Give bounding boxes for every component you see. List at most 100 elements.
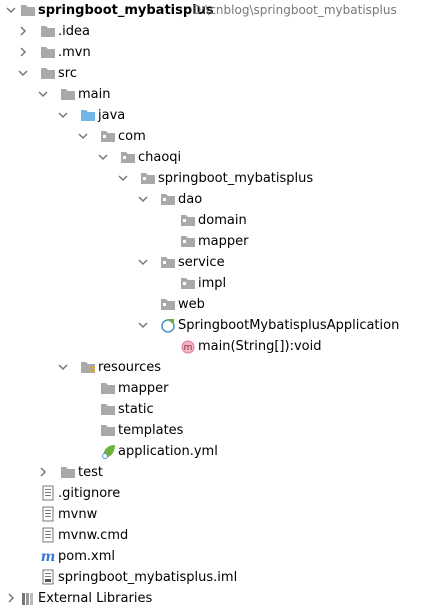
tree-node-label: templates bbox=[118, 423, 184, 438]
tree-node-label: springboot_mybatisplus bbox=[158, 171, 314, 186]
tree-node-label: service bbox=[178, 255, 225, 270]
chevron-down-icon[interactable] bbox=[117, 168, 129, 189]
tree-node-label: External Libraries bbox=[38, 591, 153, 606]
tree-node-main[interactable]: main bbox=[0, 84, 422, 105]
tree-node-domain[interactable]: domain bbox=[0, 210, 422, 231]
libraries-icon bbox=[20, 588, 37, 609]
tree-node-label: dao bbox=[178, 192, 203, 207]
folder-icon bbox=[60, 84, 77, 105]
chevron-down-icon[interactable] bbox=[137, 252, 149, 273]
tree-node-label: mvnw.cmd bbox=[58, 528, 129, 543]
tree-node-dao-mapper[interactable]: mapper bbox=[0, 231, 422, 252]
tree-node-src[interactable]: src bbox=[0, 63, 422, 84]
tree-node-templates[interactable]: templates bbox=[0, 420, 422, 441]
tree-node-label: mvnw bbox=[58, 507, 98, 522]
chevron-down-icon[interactable] bbox=[57, 357, 69, 378]
svg-text:m: m bbox=[184, 343, 193, 353]
tree-node-mvnw[interactable]: mvnw bbox=[0, 504, 422, 525]
tree-node-label: pom.xml bbox=[58, 549, 115, 564]
tree-node-java[interactable]: java bbox=[0, 105, 422, 126]
package-icon bbox=[160, 189, 177, 210]
spring-yml-icon bbox=[100, 441, 117, 462]
spring-boot-class-icon bbox=[160, 315, 177, 336]
tree-node-service[interactable]: service bbox=[0, 252, 422, 273]
package-icon bbox=[180, 231, 197, 252]
tree-node-label: test bbox=[78, 465, 103, 480]
tree-node-chaoqi[interactable]: chaoqi bbox=[0, 147, 422, 168]
tree-node-main-method[interactable]: m main(String[]):void bbox=[0, 336, 422, 357]
text-file-icon bbox=[40, 504, 57, 525]
chevron-right-icon[interactable] bbox=[37, 462, 49, 483]
folder-icon bbox=[40, 63, 57, 84]
folder-icon bbox=[100, 399, 117, 420]
chevron-right-icon[interactable] bbox=[17, 21, 29, 42]
chevron-down-icon[interactable] bbox=[17, 63, 29, 84]
tree-node-application-yml[interactable]: application.yml bbox=[0, 441, 422, 462]
resources-folder-icon bbox=[80, 357, 97, 378]
tree-node-label: SpringbootMybatisplusApplication bbox=[178, 318, 400, 333]
tree-node-label: java bbox=[98, 108, 126, 123]
package-icon bbox=[180, 210, 197, 231]
tree-node-resources-mapper[interactable]: mapper bbox=[0, 378, 422, 399]
tree-node-iml[interactable]: springboot_mybatisplus.iml bbox=[0, 567, 422, 588]
tree-node-label: src bbox=[58, 66, 77, 81]
maven-icon: m bbox=[40, 546, 57, 567]
chevron-down-icon[interactable] bbox=[37, 84, 49, 105]
tree-node-dao[interactable]: dao bbox=[0, 189, 422, 210]
tree-node-label: mapper bbox=[198, 234, 249, 249]
tree-node-project-root[interactable]: springboot_mybatisplus D:\cnblog\springb… bbox=[0, 0, 422, 21]
tree-node-label: mapper bbox=[118, 381, 169, 396]
tree-node-label: springboot_mybatisplus bbox=[38, 3, 214, 18]
tree-node-pom-xml[interactable]: m pom.xml bbox=[0, 546, 422, 567]
project-path: D:\cnblog\springboot_mybatisplus bbox=[192, 3, 397, 17]
tree-node-test[interactable]: test bbox=[0, 462, 422, 483]
tree-node-external-libraries[interactable]: External Libraries bbox=[0, 588, 422, 609]
tree-node-label: impl bbox=[198, 276, 227, 291]
tree-node-label: .gitignore bbox=[58, 486, 121, 501]
tree-node-label: domain bbox=[198, 213, 247, 228]
package-icon bbox=[160, 294, 177, 315]
package-icon bbox=[140, 168, 157, 189]
chevron-right-icon[interactable] bbox=[17, 42, 29, 63]
text-file-icon bbox=[40, 483, 57, 504]
tree-node-mvnw-cmd[interactable]: mvnw.cmd bbox=[0, 525, 422, 546]
folder-icon bbox=[60, 462, 77, 483]
package-icon bbox=[100, 126, 117, 147]
svg-text:m: m bbox=[41, 549, 56, 565]
package-icon bbox=[160, 252, 177, 273]
chevron-down-icon[interactable] bbox=[137, 189, 149, 210]
tree-node-mvn[interactable]: .mvn bbox=[0, 42, 422, 63]
tree-node-label: .mvn bbox=[58, 45, 91, 60]
tree-node-label: main(String[]):void bbox=[198, 339, 322, 354]
method-icon: m bbox=[180, 336, 197, 357]
source-folder-icon bbox=[80, 105, 97, 126]
tree-node-label: web bbox=[178, 297, 205, 312]
package-icon bbox=[120, 147, 137, 168]
tree-node-web[interactable]: web bbox=[0, 294, 422, 315]
chevron-down-icon[interactable] bbox=[137, 315, 149, 336]
tree-node-gitignore[interactable]: .gitignore bbox=[0, 483, 422, 504]
chevron-down-icon[interactable] bbox=[97, 147, 109, 168]
chevron-down-icon[interactable] bbox=[5, 0, 17, 21]
chevron-down-icon[interactable] bbox=[77, 126, 89, 147]
tree-node-resources[interactable]: resources bbox=[0, 357, 422, 378]
iml-file-icon bbox=[40, 567, 57, 588]
tree-node-label: springboot_mybatisplus.iml bbox=[58, 570, 238, 585]
folder-icon bbox=[100, 420, 117, 441]
tree-node-label: resources bbox=[98, 360, 162, 375]
tree-node-com[interactable]: com bbox=[0, 126, 422, 147]
chevron-right-icon[interactable] bbox=[5, 588, 17, 609]
folder-icon bbox=[100, 378, 117, 399]
tree-node-springboot-package[interactable]: springboot_mybatisplus bbox=[0, 168, 422, 189]
chevron-down-icon[interactable] bbox=[57, 105, 69, 126]
tree-node-static[interactable]: static bbox=[0, 399, 422, 420]
folder-icon bbox=[40, 42, 57, 63]
package-icon bbox=[180, 273, 197, 294]
tree-node-label: application.yml bbox=[118, 444, 218, 459]
tree-node-label: static bbox=[118, 402, 154, 417]
tree-node-impl[interactable]: impl bbox=[0, 273, 422, 294]
tree-node-label: com bbox=[118, 129, 146, 144]
tree-node-application-class[interactable]: SpringbootMybatisplusApplication bbox=[0, 315, 422, 336]
tree-node-idea[interactable]: .idea bbox=[0, 21, 422, 42]
